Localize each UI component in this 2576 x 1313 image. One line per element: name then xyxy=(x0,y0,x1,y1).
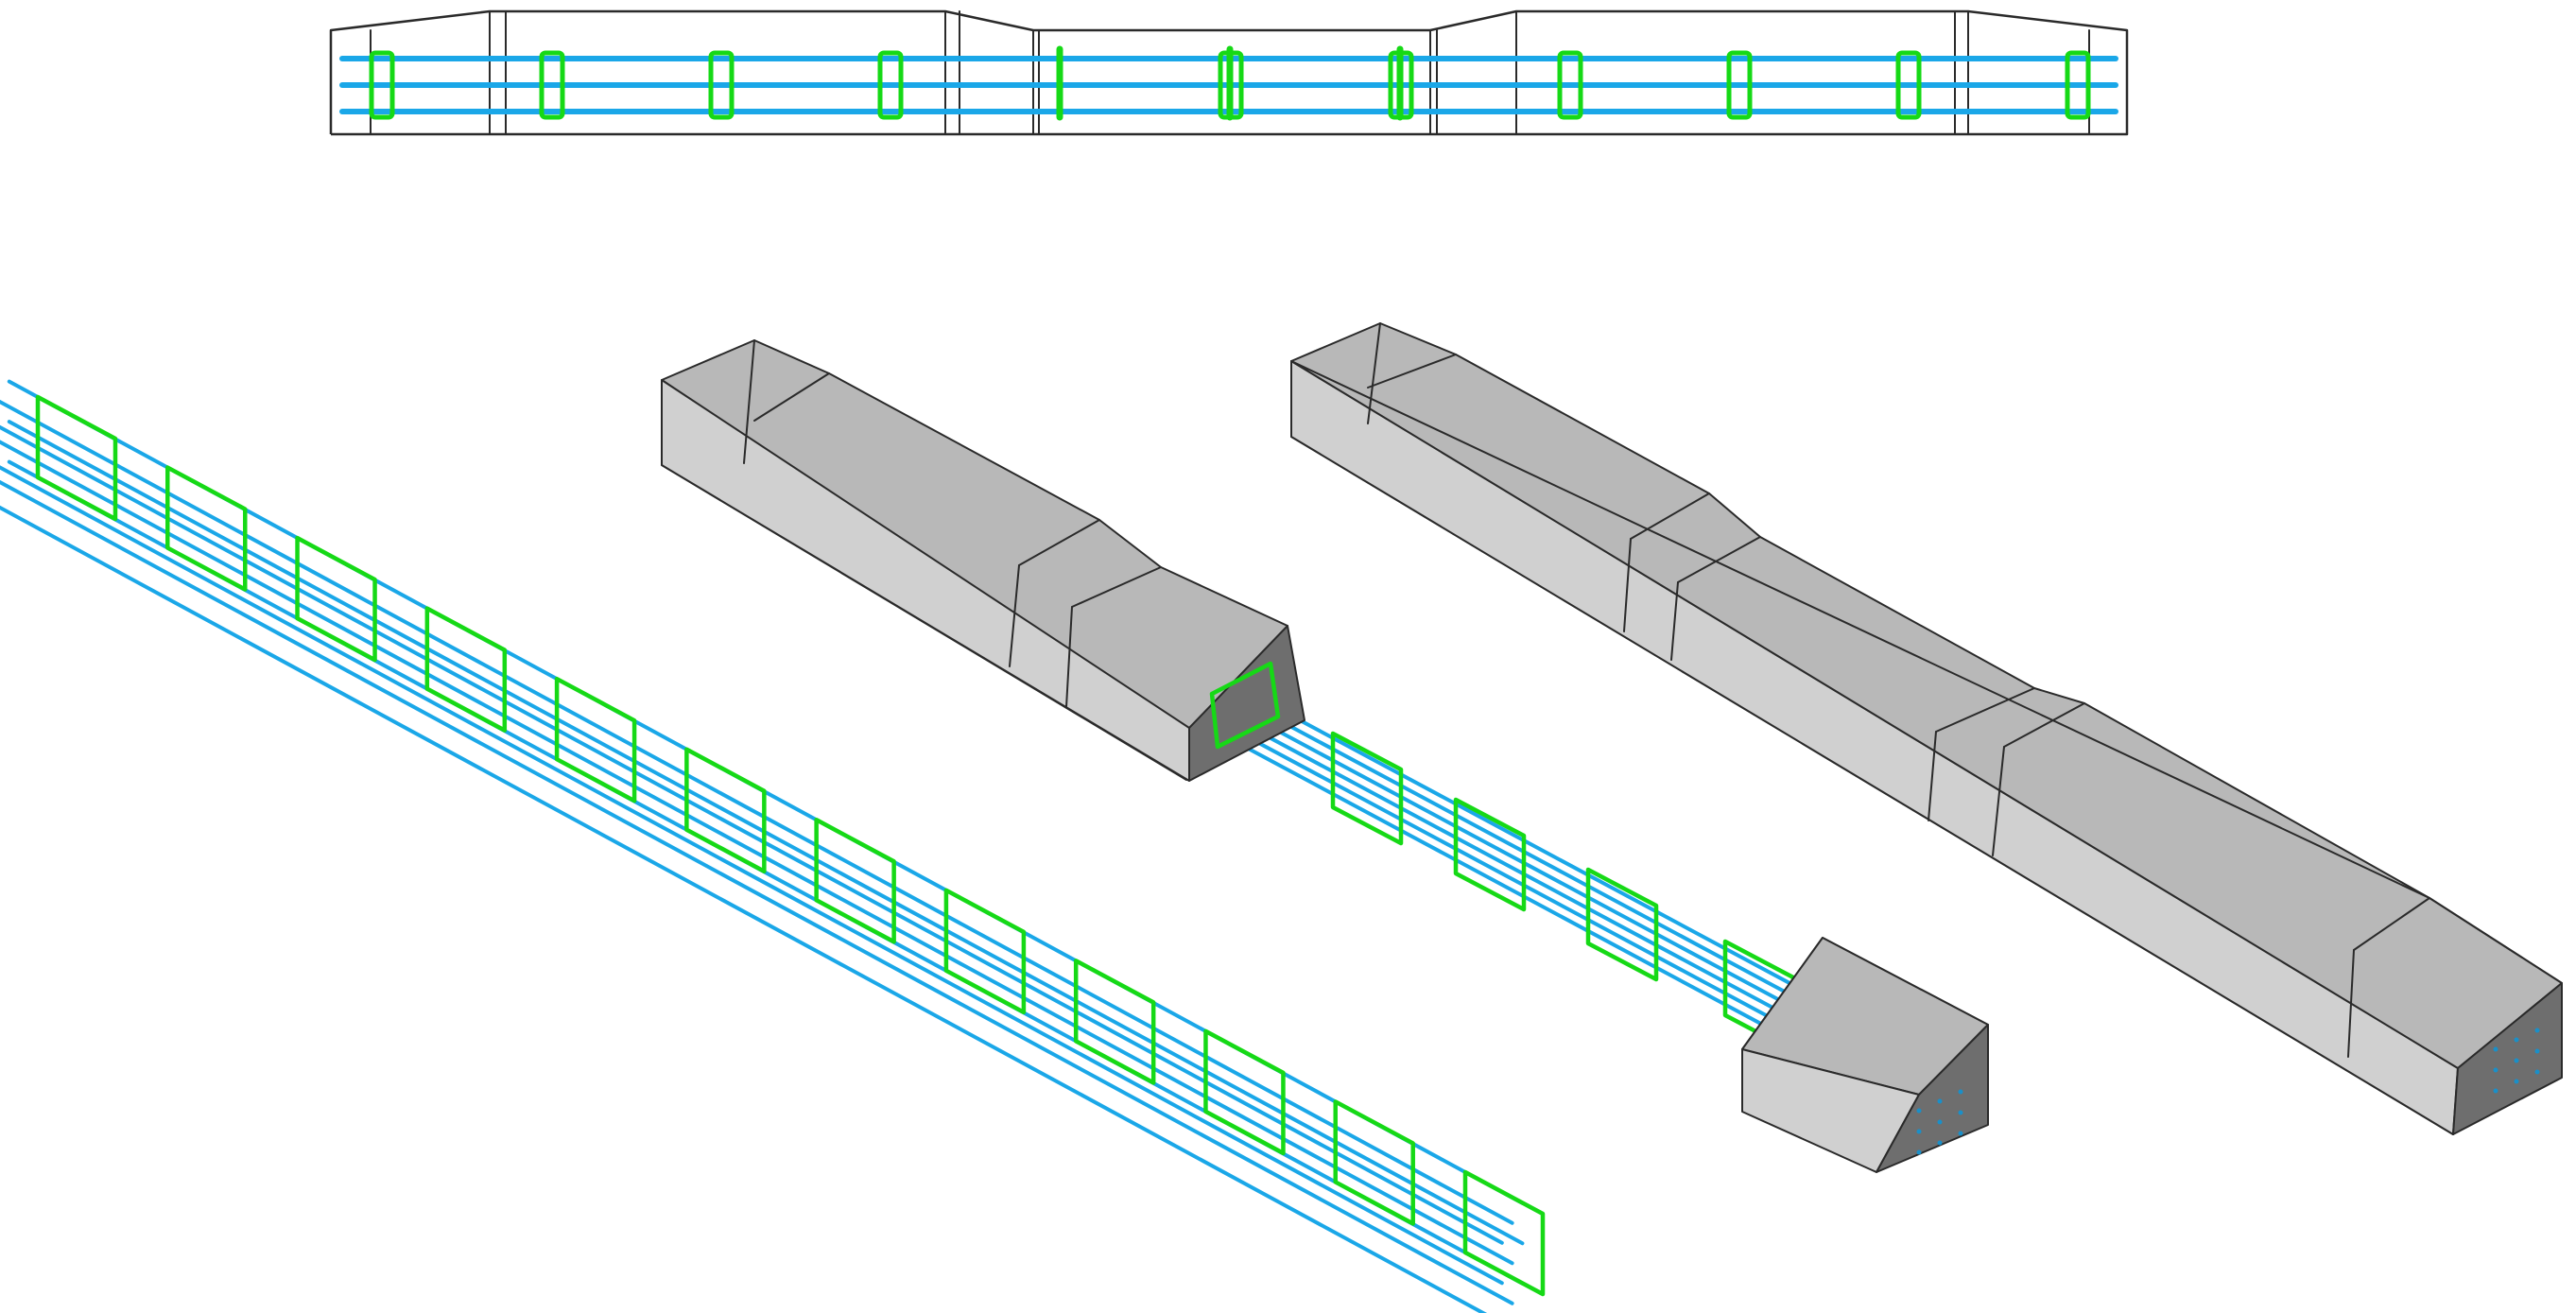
top-face xyxy=(1290,360,2563,1069)
rebar-end xyxy=(1937,1119,1943,1125)
longitudinal-rebar xyxy=(1221,711,1817,1032)
rebar-end xyxy=(1958,1089,1963,1095)
stirrup xyxy=(708,50,735,120)
section-line xyxy=(1009,564,1020,667)
longitudinal-rebar xyxy=(0,399,1514,1225)
stirrup xyxy=(554,676,637,803)
rebar-end xyxy=(1958,1110,1963,1115)
stirrup xyxy=(424,606,508,733)
section-line xyxy=(2003,702,2085,748)
rebar-end xyxy=(2493,1088,2498,1094)
longitudinal-rebar xyxy=(1229,737,1824,1059)
rebar-end xyxy=(2514,1079,2519,1084)
stirrup xyxy=(2065,50,2091,120)
stirrup xyxy=(165,465,248,592)
stirrup xyxy=(1333,1099,1415,1226)
stirrup xyxy=(1726,50,1753,120)
stirrup xyxy=(814,818,896,944)
section-line xyxy=(1670,581,1679,661)
stirrup xyxy=(684,747,767,873)
rebar-end xyxy=(1958,1131,1963,1136)
longitudinal-rebar xyxy=(0,479,1514,1305)
longitudinal-rebar xyxy=(0,505,1488,1313)
stirrup xyxy=(1462,1169,1546,1297)
stirrup xyxy=(943,888,1027,1015)
section-line xyxy=(1630,492,1710,540)
section-line xyxy=(1071,566,1162,608)
rebar-end xyxy=(1937,1098,1943,1104)
rebar-end xyxy=(2534,1069,2540,1075)
section-line xyxy=(1367,354,1457,389)
longitudinal-rebar xyxy=(1218,698,1813,1019)
stirrup xyxy=(1557,50,1583,120)
stirrup xyxy=(1203,1028,1286,1156)
concrete-specimen xyxy=(1290,322,2563,1135)
rebar-end xyxy=(2493,1046,2498,1052)
section-line xyxy=(1677,536,1761,583)
stirrup xyxy=(539,50,565,120)
longitudinal-rebar xyxy=(0,465,1504,1286)
longitudinal-rebar xyxy=(0,440,1514,1266)
longitudinal-rebar xyxy=(0,424,1504,1245)
side-view-outline xyxy=(329,9,2129,136)
rebar-end xyxy=(2534,1028,2540,1033)
rebar-end xyxy=(2514,1037,2519,1043)
stirrup xyxy=(1453,797,1527,912)
section-line xyxy=(2347,949,2355,1058)
reinforcement-cage xyxy=(0,379,1546,1313)
rebar-end xyxy=(2514,1058,2519,1063)
concrete-with-cage-exposed xyxy=(661,339,1989,1173)
section-line xyxy=(1623,538,1632,632)
stirrup xyxy=(1895,50,1922,120)
rebar-end xyxy=(1916,1108,1922,1114)
rebar-end xyxy=(1937,1140,1943,1146)
rebar-end xyxy=(2534,1048,2540,1054)
section-line xyxy=(743,339,755,464)
section-line xyxy=(1065,606,1073,708)
rebar-end xyxy=(1916,1149,1922,1155)
stirrup xyxy=(295,535,377,663)
section-line xyxy=(1367,322,1381,424)
section-line xyxy=(1935,687,2035,733)
stirrup xyxy=(1073,959,1156,1085)
section-line xyxy=(1992,746,2005,856)
section-line xyxy=(753,372,830,422)
end-face xyxy=(2452,982,2563,1135)
stirrup xyxy=(1209,661,1281,750)
stirrup xyxy=(35,394,118,522)
rebar-end xyxy=(2493,1067,2498,1073)
section-line xyxy=(1018,519,1100,566)
stirrup xyxy=(369,50,395,120)
rebar-end xyxy=(1916,1129,1922,1134)
top-face xyxy=(661,339,1288,734)
section-line xyxy=(2353,897,2430,951)
stirrup xyxy=(1330,731,1404,846)
stirrup xyxy=(1585,867,1659,982)
section-line xyxy=(1928,731,1937,821)
stirrup xyxy=(877,50,904,120)
longitudinal-rebar xyxy=(1210,671,1806,993)
longitudinal-rebar xyxy=(1214,684,1809,1006)
